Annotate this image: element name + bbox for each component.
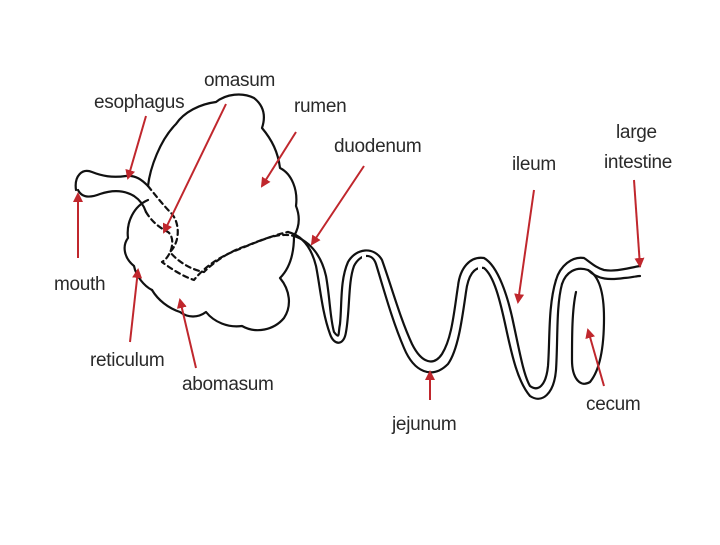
label-large-intestine-line2: intestine <box>604 152 672 173</box>
arrow-abomasum <box>180 300 196 368</box>
abomasum-outline <box>152 236 294 330</box>
label-ileum: ileum <box>512 154 556 175</box>
arrow-omasum <box>164 104 226 232</box>
arrow-reticulum <box>130 270 138 342</box>
label-mouth: mouth <box>54 274 105 295</box>
arrow-esophagus <box>128 116 146 178</box>
arrow-cecum <box>588 330 604 386</box>
arrow-ileum <box>518 190 534 302</box>
label-large-intestine-line1: large <box>616 122 657 143</box>
intestine-outer <box>288 232 562 399</box>
arrow-duodenum <box>312 166 364 244</box>
internal-passage-2 <box>148 186 294 272</box>
label-cecum: cecum <box>586 394 640 415</box>
arrow-large-intestine <box>634 180 640 266</box>
label-esophagus: esophagus <box>94 92 184 113</box>
label-rumen: rumen <box>294 96 346 117</box>
internal-passage <box>146 212 288 280</box>
label-reticulum: reticulum <box>90 350 164 371</box>
intestine-inner <box>294 236 556 388</box>
label-jejunum: jejunum <box>391 414 456 435</box>
label-abomasum: abomasum <box>182 374 274 395</box>
label-omasum: omasum <box>204 70 275 91</box>
mouth-shape <box>76 171 148 190</box>
label-duodenum: duodenum <box>334 136 421 157</box>
